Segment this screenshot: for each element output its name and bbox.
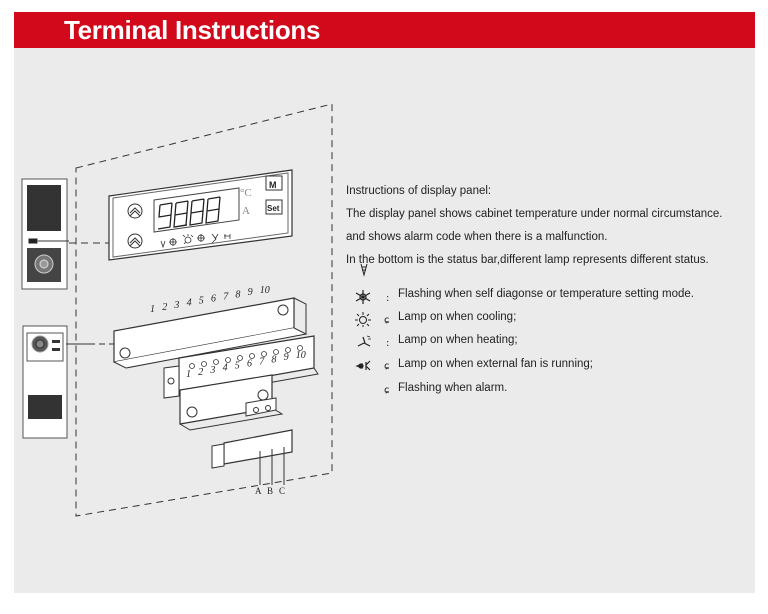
dashed-frame [75,103,333,517]
button-m: M [269,180,277,190]
heat-fan-icon [357,335,371,347]
display-panel [108,169,293,261]
terminal-plug-number-2: 2 [198,367,203,378]
button-set: Set [267,204,280,213]
instructions-line-3: In the bottom is the status bar,differen… [346,254,709,266]
terminal-top-number-5: 5 [199,296,204,307]
terminal-abc-label-2: B [267,486,273,496]
item-separator-4: ɕ [384,361,390,372]
unit-a-label: A [242,205,250,217]
item-separator-2: ɕ [384,315,390,326]
plug-connector-large [163,335,319,399]
terminal-plug-number-6: 6 [247,359,252,370]
terminal-plug-number-8: 8 [271,354,276,365]
terminal-abc-label-3: C [279,486,285,496]
sun-icon [355,312,371,327]
terminal-plug-number-5: 5 [235,361,240,372]
status-item-3-text: Lamp on when heating; [398,334,518,346]
terminal-plug-number-3: 3 [209,365,215,376]
terminal-top-number-1: 1 [150,304,155,315]
terminal-top-number-7: 7 [223,291,229,302]
terminal-plug-number-7: 7 [259,356,265,367]
content-panel [14,48,755,593]
terminal-top-number-10: 10 [260,285,270,296]
status-item-2-text: Lamp on when cooling; [398,311,517,323]
terminal-base-small [179,374,293,485]
instructions-line-1: The display panel shows cabinet temperat… [346,208,723,220]
unit-celsius-label: °C [240,187,252,199]
item-separator-5: ɕ [384,385,390,396]
item-separator-3: : [386,338,390,349]
snowflake-icon [355,290,371,304]
status-item-4-text: Lamp on when external fan is running; [398,358,593,370]
status-item-1-text: Flashing when self diagonse or temperatu… [398,288,694,300]
terminal-top-number-3: 3 [173,300,179,311]
instructions-line-2: and shows alarm code when there is a mal… [346,231,608,243]
page-title: Terminal Instructions [64,15,321,45]
terminal-top-number-9: 9 [248,287,253,298]
terminal-top-number-4: 4 [187,298,192,309]
terminal-top-number-6: 6 [211,294,216,305]
terminal-base-large [113,297,308,369]
fan-icon [355,360,371,371]
terminal-plug-number-1: 1 [186,369,191,380]
terminal-top-number-8: 8 [235,289,240,300]
terminal-plug-number-4: 4 [223,363,228,374]
item-separator-1: : [386,293,390,304]
thermometer-icon [360,263,368,277]
terminal-plug-number-9: 9 [284,352,289,363]
status-item-5-text: Flashing when alarm. [398,382,508,394]
header-bar: Terminal Instructions [14,12,755,48]
terminal-abc-label-1: A [255,486,262,496]
terminal-top-number-2: 2 [162,302,167,313]
instructions-heading: Instructions of display panel: [346,185,492,197]
terminal-plug-number-10: 10 [296,350,306,361]
